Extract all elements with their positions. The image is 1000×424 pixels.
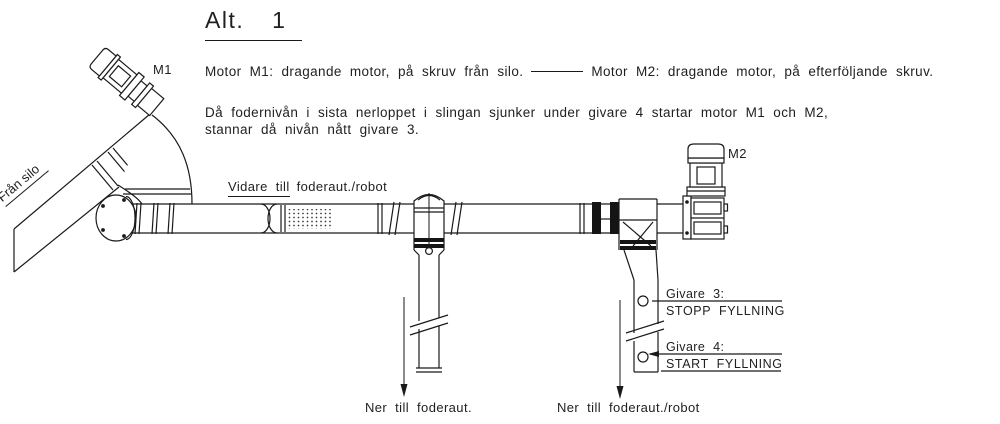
ner-till-foderaut-label: Ner till foderaut. <box>365 400 472 415</box>
pipe-end-cap <box>95 194 137 242</box>
page-title: Alt. 1 <box>205 7 303 41</box>
gearbox <box>690 197 729 240</box>
givare4-title: Givare 4: <box>666 340 725 354</box>
flow-arrow-right <box>616 300 624 399</box>
vidare-label-rest: foderaut./robot <box>296 179 388 194</box>
motor-m1-description: Motor M1: dragande motor, på skruv från … <box>205 64 524 79</box>
behavior-description-line2: stannar då nivån nått givare 3. <box>205 122 420 137</box>
level-sensor-cable <box>425 193 434 256</box>
pipe-coupling-mid <box>377 201 401 236</box>
givare4-subtitle: START FYLLNING <box>666 357 783 371</box>
pipe-break-symbol <box>409 314 449 336</box>
vidare-label: Vidare till foderaut./robot <box>228 179 388 197</box>
right-tee-drop <box>592 198 665 373</box>
sensor-leader-lines <box>648 300 782 372</box>
motor-description-line: Motor M1: dragande motor, på skruv från … <box>205 64 933 79</box>
motor-m1-assembly <box>89 47 165 117</box>
vidare-label-underlined: Vidare till <box>228 179 290 197</box>
flow-arrow-left <box>400 297 408 397</box>
pipe-couplings-left <box>134 202 175 235</box>
motor-m2-label: M2 <box>728 146 747 161</box>
sensor-circle-givare4 <box>637 351 649 363</box>
pipe-break-symbol <box>625 320 665 342</box>
pipe-joint-and-screen <box>260 203 332 234</box>
chute-from-silo <box>13 113 151 273</box>
givare3-title: Givare 3: <box>666 287 725 301</box>
middle-tee-drop <box>409 193 449 373</box>
givare3-subtitle: STOPP FYLLNING <box>666 304 785 318</box>
pipe-coupling-after-tee <box>450 201 463 236</box>
motor-m2-assembly <box>682 143 729 240</box>
ner-till-foderaut-robot-label: Ner till foderaut./robot <box>557 400 700 415</box>
motor-m2-description: Motor M2: dragande motor, på efterföljan… <box>591 64 934 79</box>
sensor-circle-givare3 <box>637 295 649 307</box>
pipe-ring-right <box>579 203 585 234</box>
elbow <box>117 114 193 205</box>
behavior-description-line1: Då fodernivån i sista nerloppet i slinga… <box>205 105 829 120</box>
separator-line <box>531 71 584 72</box>
motor-m1-label: M1 <box>153 62 172 77</box>
